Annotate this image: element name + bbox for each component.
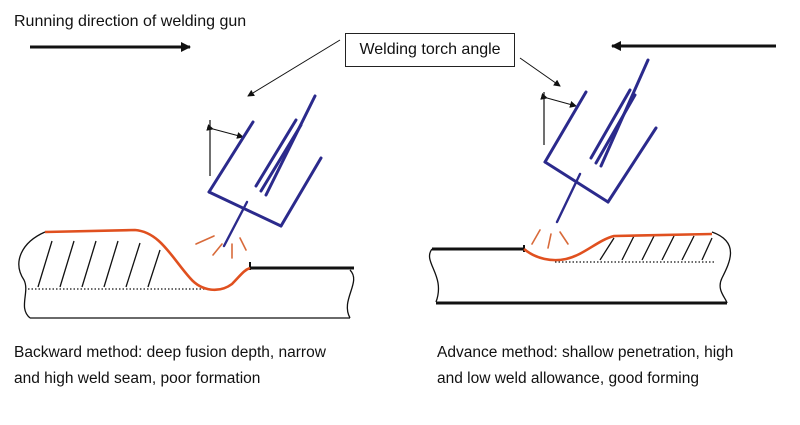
advance-caption-line-2: and low weld allowance, good forming bbox=[437, 370, 699, 387]
pointer-line-left bbox=[247, 39, 341, 97]
advance-weld-bead bbox=[523, 232, 713, 262]
pointer-line-right bbox=[519, 57, 561, 87]
backward-caption-line-2: and high weld seam, poor formation bbox=[14, 370, 261, 387]
advance-caption-line-1: Advance method: shallow penetration, hig… bbox=[437, 344, 734, 361]
advance-sparks bbox=[531, 229, 569, 249]
backward-angle-indicator bbox=[206, 120, 244, 176]
advance-method-caption: Advance method: shallow penetration, hig… bbox=[437, 340, 733, 392]
advance-angle-indicator bbox=[540, 92, 577, 145]
backward-weld-bead bbox=[44, 228, 251, 292]
backward-torch bbox=[207, 94, 323, 248]
backward-sparks bbox=[195, 235, 247, 259]
backward-method-caption: Backward method: deep fusion depth, narr… bbox=[14, 340, 326, 392]
backward-workpiece bbox=[18, 231, 355, 319]
advance-torch bbox=[543, 58, 658, 224]
running-direction-label: Running direction of welding gun bbox=[14, 13, 247, 30]
advance-workpiece bbox=[428, 231, 731, 305]
backward-caption-line-1: Backward method: deep fusion depth, narr… bbox=[14, 344, 326, 361]
torch-angle-label: Welding torch angle bbox=[359, 41, 501, 58]
torch-angle-label-box: Welding torch angle bbox=[345, 33, 515, 67]
